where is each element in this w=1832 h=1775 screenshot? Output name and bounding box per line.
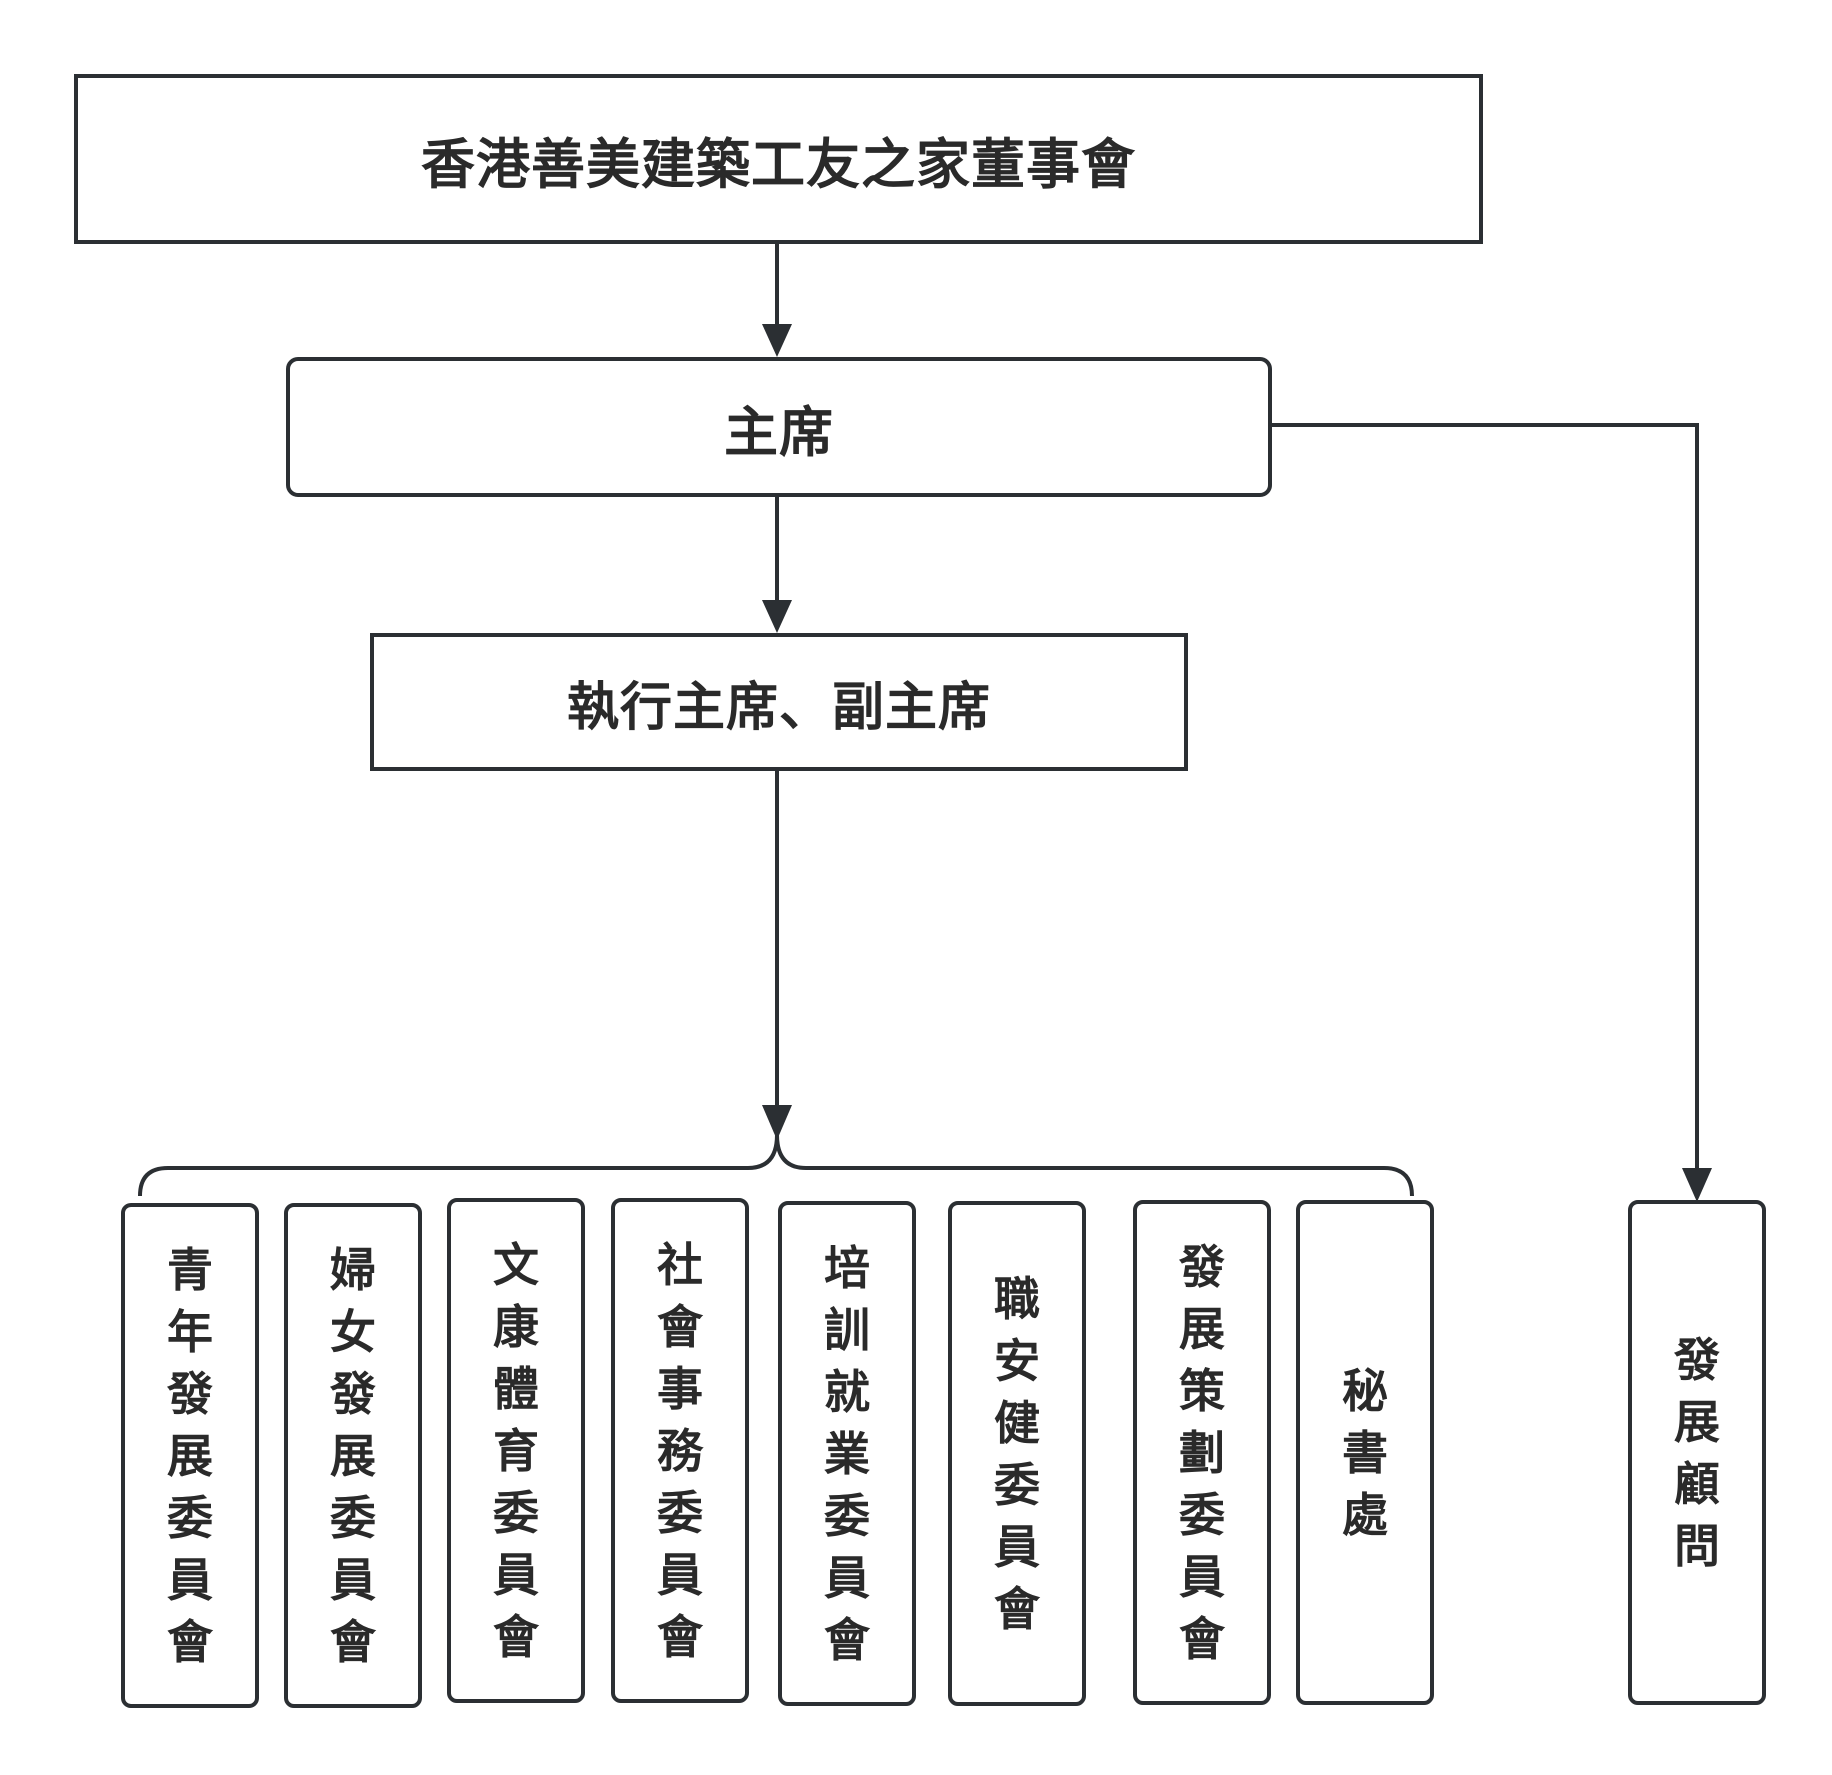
board-label: 香港善美建築工友之家董事會 xyxy=(421,132,1136,196)
arrow-exec-to-committees-head xyxy=(762,1105,792,1140)
arrow-board-to-chair-head xyxy=(762,324,792,357)
board-box: 香港善美建築工友之家董事會 xyxy=(74,74,1483,244)
committee-occupational-safety: 職安健委員會 xyxy=(948,1201,1086,1706)
committee-label: 培訓就業委員會 xyxy=(824,1240,870,1667)
committee-development-planning: 發展策劃委員會 xyxy=(1133,1200,1271,1705)
committee-recreation-sports: 文康體育委員會 xyxy=(447,1198,585,1703)
secretariat-box: 秘書處 xyxy=(1296,1200,1434,1705)
chairman-box: 主席 xyxy=(286,357,1272,497)
line-chair-to-advisor xyxy=(1270,423,1699,1170)
committee-label: 青年發展委員會 xyxy=(167,1242,213,1669)
committee-label: 婦女發展委員會 xyxy=(330,1242,376,1669)
committee-training-employment: 培訓就業委員會 xyxy=(778,1201,916,1706)
executive-box: 執行主席、副主席 xyxy=(370,633,1188,771)
committee-brace xyxy=(138,1134,1414,1197)
secretariat-label: 秘書處 xyxy=(1342,1363,1388,1542)
arrow-chair-to-exec-head xyxy=(762,600,792,633)
chairman-label: 主席 xyxy=(724,400,834,464)
arrow-chair-to-advisor-head xyxy=(1682,1168,1712,1202)
committee-social-affairs: 社會事務委員會 xyxy=(611,1198,749,1703)
committee-label: 社會事務委員會 xyxy=(657,1237,703,1664)
advisor-label: 發展顧問 xyxy=(1674,1332,1720,1573)
committee-label: 文康體育委員會 xyxy=(493,1237,539,1664)
committee-label: 職安健委員會 xyxy=(994,1271,1040,1636)
committee-label: 發展策劃委員會 xyxy=(1179,1239,1225,1666)
committee-women: 婦女發展委員會 xyxy=(284,1203,422,1708)
advisor-box: 發展顧問 xyxy=(1628,1200,1766,1705)
executive-label: 執行主席、副主席 xyxy=(566,677,991,738)
committee-youth: 青年發展委員會 xyxy=(121,1203,259,1708)
